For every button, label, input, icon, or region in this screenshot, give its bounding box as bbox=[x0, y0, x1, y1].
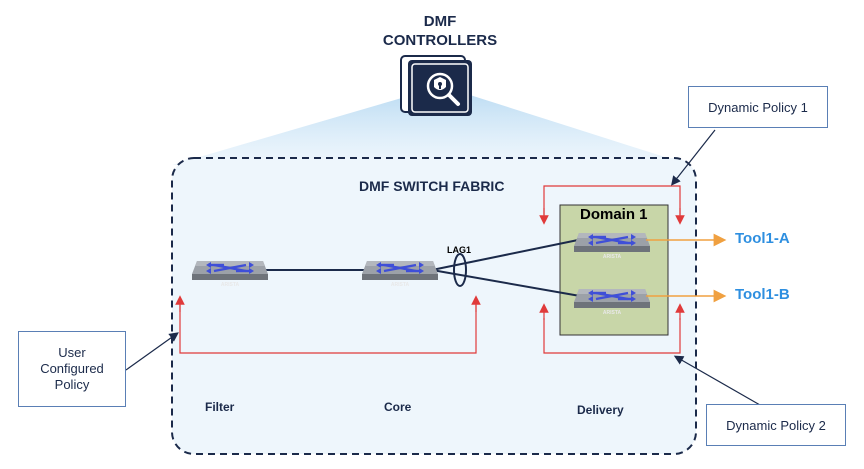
dynamic-policy-2-pointer bbox=[673, 355, 761, 406]
user-policy-line2: Configured bbox=[40, 361, 104, 376]
core-switch bbox=[360, 259, 440, 282]
delivery-switch-1 bbox=[572, 231, 652, 254]
lag-link-2 bbox=[431, 269, 581, 297]
user-policy-pointer bbox=[125, 332, 179, 371]
dynamic-policy-2-path bbox=[543, 318, 681, 354]
dynamic-policy-2-box: Dynamic Policy 2 bbox=[706, 404, 846, 446]
dynamic-policy-1-label: Dynamic Policy 1 bbox=[708, 99, 808, 115]
dynamic-policy-1-pointer bbox=[671, 129, 716, 186]
section-delivery: Delivery bbox=[577, 403, 624, 417]
controllers-title: DMF CONTROLLERS bbox=[360, 12, 520, 50]
user-configured-policy-box: User Configured Policy bbox=[18, 331, 126, 407]
switch-brand-label: ARISTA bbox=[221, 282, 240, 288]
lag-ellipse bbox=[453, 253, 467, 287]
tool-b-label: Tool1-B bbox=[735, 286, 790, 303]
controller-shield-search-icon bbox=[400, 55, 472, 116]
delivery-switch-2 bbox=[572, 287, 652, 310]
section-core: Core bbox=[384, 400, 412, 414]
fabric-title: DMF SWITCH FABRIC bbox=[359, 178, 505, 194]
switch-brand-label: ARISTA bbox=[603, 310, 622, 316]
domain-1-box bbox=[559, 204, 669, 336]
controllers-title-line1: DMF bbox=[423, 13, 457, 30]
switch-brand-label: ARISTA bbox=[391, 282, 410, 288]
dynamic-policy-1-path bbox=[543, 185, 681, 215]
lag-label: LAG1 bbox=[447, 245, 472, 255]
filter-switch bbox=[190, 259, 270, 282]
user-policy-line3: Policy bbox=[54, 377, 90, 392]
controllers-title-line2: CONTROLLERS bbox=[382, 32, 498, 49]
lag-link-1 bbox=[431, 239, 579, 271]
section-filter: Filter bbox=[205, 400, 235, 414]
switch-brand-label: ARISTA bbox=[603, 254, 622, 260]
domain-label: Domain 1 bbox=[580, 206, 648, 223]
controller-beam bbox=[172, 95, 690, 165]
dynamic-policy-2-label: Dynamic Policy 2 bbox=[726, 417, 826, 433]
tool-a-label: Tool1-A bbox=[735, 230, 790, 247]
dynamic-policy-1-box: Dynamic Policy 1 bbox=[688, 86, 828, 128]
user-policy-path bbox=[179, 305, 477, 354]
user-policy-line1: User bbox=[58, 345, 86, 360]
